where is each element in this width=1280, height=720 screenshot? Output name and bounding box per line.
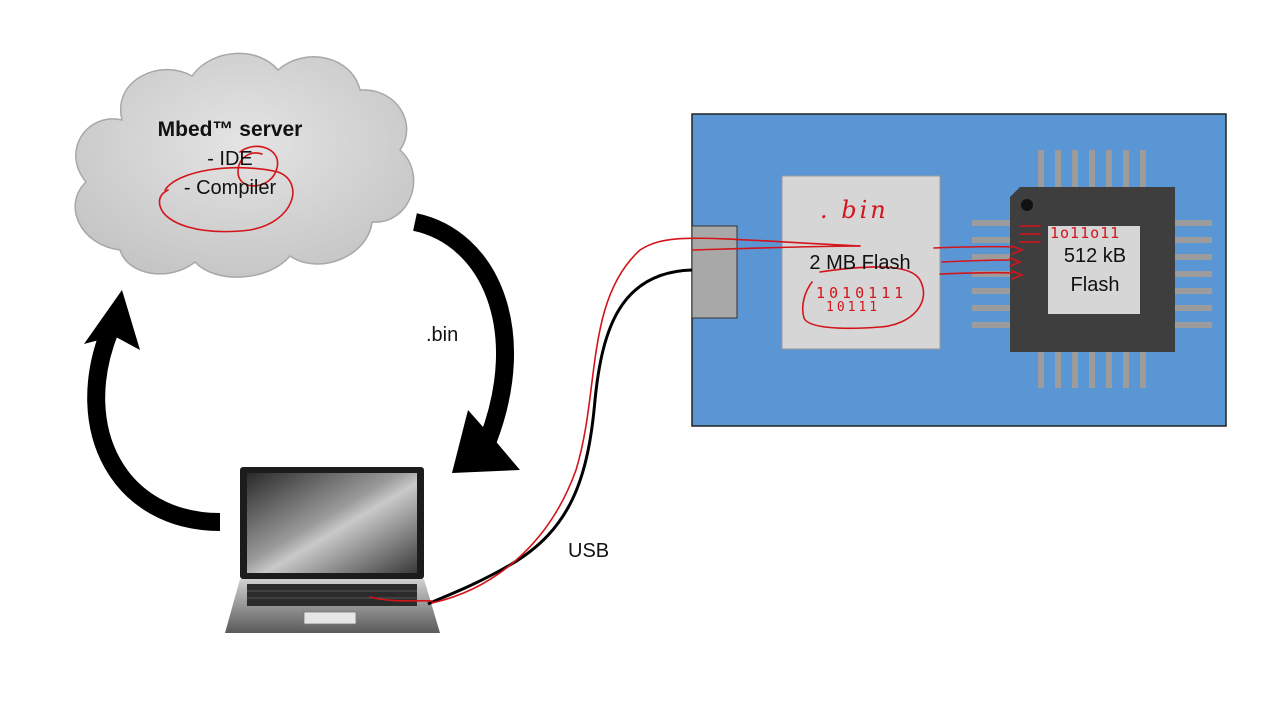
usb-cable <box>427 268 693 606</box>
cloud-item-ide: - IDE <box>207 148 253 170</box>
mbed-server-cloud <box>74 52 415 278</box>
mcu-flash-label: 512 kB Flash <box>1050 242 1140 300</box>
handwritten-annotations <box>158 145 1041 604</box>
usb-connector <box>691 225 738 319</box>
flash-chip-2mb <box>781 175 941 350</box>
mcu-chip <box>1010 187 1175 352</box>
flash-2mb-label: 2 MB Flash <box>809 252 911 274</box>
download-bin-arrow <box>412 213 520 473</box>
cloud-title: Mbed™ server <box>157 118 303 141</box>
mcu-flash-size: 512 kB <box>1063 245 1127 267</box>
mcu-flash-word: Flash <box>1070 274 1120 296</box>
handwritten-bin-note: . bin <box>820 196 889 224</box>
bin-arrow-label: .bin <box>426 324 459 346</box>
usb-label: USB <box>568 540 610 562</box>
laptop <box>225 467 440 633</box>
handwritten-bits-2: 10111 <box>826 300 881 315</box>
upload-arrow <box>84 290 221 531</box>
handwritten-bits-3: 1o11o11 <box>1050 224 1121 242</box>
cloud-item-compiler: - Compiler <box>183 177 277 199</box>
handwritten-bits-1: 1010111 <box>816 284 908 302</box>
